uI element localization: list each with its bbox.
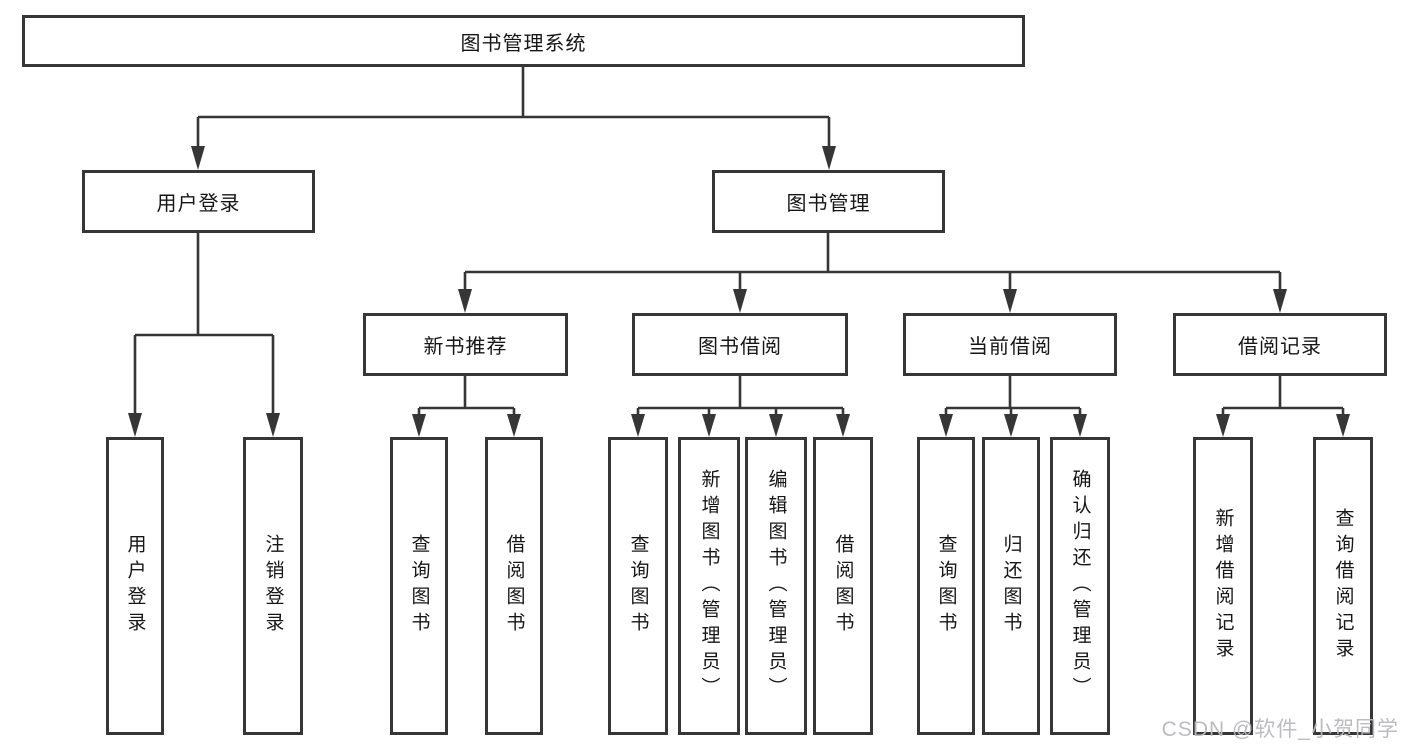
- leaf-confirm-return-admin: 确认归还（管理员）: [1050, 437, 1110, 735]
- leaf-label: 查询图书: [935, 534, 957, 638]
- edge-new-book-children: [412, 376, 521, 437]
- leaf-query-books-current: 查询图书: [917, 437, 975, 735]
- leaf-label: 归还图书: [1000, 534, 1022, 638]
- node-book-borrow-label: 图书借阅: [698, 336, 782, 358]
- leaf-query-books-recommend: 查询图书: [390, 437, 448, 735]
- arrow-down-icon: [822, 146, 836, 170]
- leaf-label: 查询图书: [627, 534, 649, 638]
- leaf-edit-books-admin: 编辑图书（管理员）: [745, 437, 807, 735]
- arrow-down-icon: [191, 146, 205, 170]
- arrow-down-icon: [1004, 414, 1018, 437]
- arrow-down-icon: [1073, 414, 1087, 437]
- leaf-return-books: 归还图书: [982, 437, 1040, 735]
- csdn-watermark: CSDN @软件_小贺同学: [1161, 718, 1399, 741]
- node-current-borrow-label: 当前借阅: [968, 336, 1052, 358]
- leaf-borrow-books: 借阅图书: [813, 437, 873, 735]
- leaf-query-books-borrow: 查询图书: [608, 437, 668, 735]
- node-root-label: 图书管理系统: [460, 32, 587, 55]
- node-borrow-records-label: 借阅记录: [1238, 336, 1322, 358]
- leaf-add-books-admin: 新增图书（管理员）: [678, 437, 740, 735]
- arrow-down-icon: [412, 414, 426, 437]
- leaf-label: 查询图书: [408, 534, 430, 638]
- arrow-down-icon: [1003, 289, 1017, 313]
- arrow-down-icon: [631, 414, 645, 437]
- leaf-user-login: 用户登录: [106, 437, 164, 735]
- leaf-label: 借阅图书: [832, 534, 854, 638]
- arrow-down-icon: [128, 413, 142, 437]
- node-book-borrow: 图书借阅: [632, 313, 848, 376]
- arrow-down-icon: [1216, 414, 1230, 437]
- leaf-query-borrow-record: 查询借阅记录: [1313, 437, 1373, 735]
- arrow-down-icon: [1273, 289, 1287, 313]
- leaf-label: 查询借阅记录: [1332, 508, 1354, 664]
- node-root: 图书管理系统: [22, 15, 1025, 67]
- node-current-borrow: 当前借阅: [903, 313, 1117, 376]
- arrow-down-icon: [458, 289, 472, 313]
- leaf-label: 注销登录: [262, 534, 284, 638]
- node-user-login-label: 用户登录: [156, 193, 241, 215]
- leaf-label: 新增借阅记录: [1212, 508, 1234, 664]
- leaf-label: 确认归还（管理员）: [1069, 469, 1091, 703]
- arrow-down-icon: [1336, 414, 1350, 437]
- arrow-down-icon: [836, 414, 850, 437]
- arrow-down-icon: [769, 414, 783, 437]
- edge-book-management-children: [458, 233, 1287, 313]
- edge-current-borrow-children: [939, 376, 1087, 437]
- node-book-management-label: 图书管理: [786, 193, 871, 215]
- leaf-label: 编辑图书（管理员）: [765, 469, 787, 703]
- node-book-management: 图书管理: [712, 170, 945, 233]
- arrow-down-icon: [939, 414, 953, 437]
- arrow-down-icon: [507, 414, 521, 437]
- node-new-book-recommend-label: 新书推荐: [423, 336, 508, 358]
- edge-borrow-records-children: [1216, 376, 1350, 437]
- arrow-down-icon: [733, 289, 747, 313]
- arrow-down-icon: [702, 414, 716, 437]
- node-new-book-recommend: 新书推荐: [363, 313, 568, 376]
- edge-book-borrow-children: [631, 376, 850, 437]
- edge-user-login-children: [128, 233, 280, 437]
- node-user-login: 用户登录: [82, 170, 315, 233]
- leaf-label: 用户登录: [124, 534, 146, 638]
- leaf-borrow-books-recommend: 借阅图书: [485, 437, 543, 735]
- leaf-label: 借阅图书: [503, 534, 525, 638]
- node-borrow-records: 借阅记录: [1173, 313, 1387, 376]
- leaf-add-borrow-record: 新增借阅记录: [1193, 437, 1253, 735]
- leaf-logout-login: 注销登录: [243, 437, 303, 735]
- arrow-down-icon: [266, 413, 280, 437]
- edge-root-to-level2: [191, 67, 836, 170]
- leaf-label: 新增图书（管理员）: [698, 469, 720, 703]
